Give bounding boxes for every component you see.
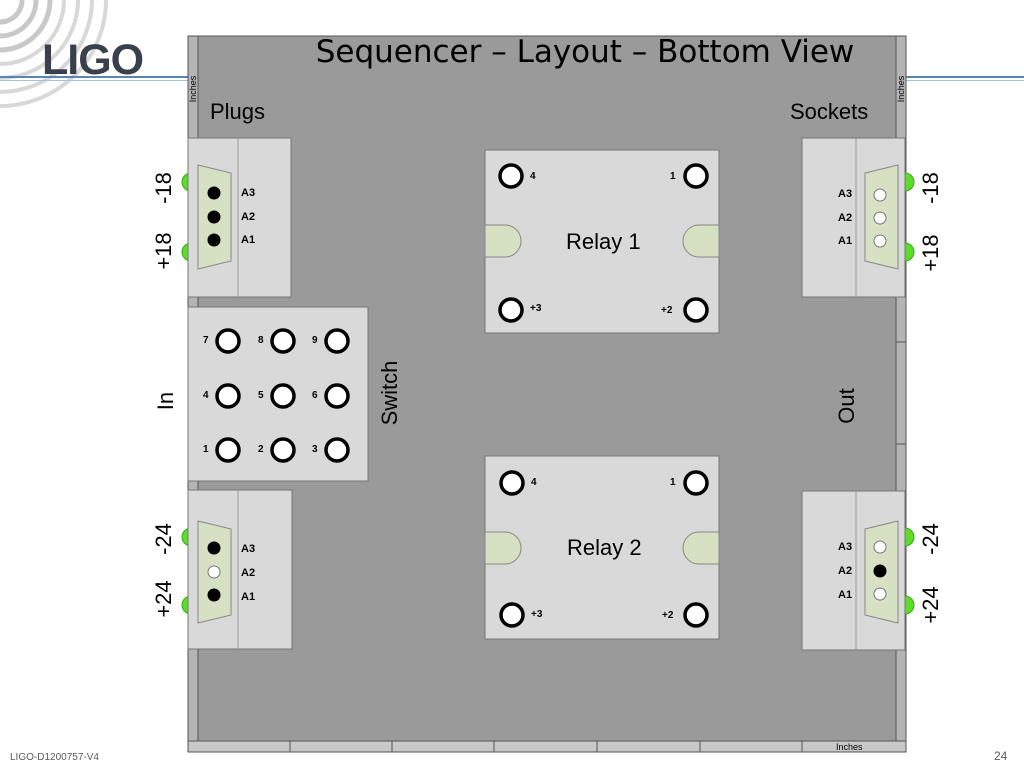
socket-top-box [801, 137, 906, 298]
socket-bottom-pin-label-a2: A2 [838, 565, 853, 577]
socket-bottom-pin-a2 [873, 564, 887, 578]
switch-label-2: 2 [258, 444, 264, 455]
socket-top-pin-a3 [873, 188, 887, 202]
switch-label-6: 6 [312, 390, 318, 401]
socket-bottom-pin-a3 [873, 540, 887, 554]
plug-top-pin-a1 [207, 233, 221, 247]
relay-1-left-tab [484, 224, 522, 258]
plug-top-pin-a3 [207, 186, 221, 200]
plug-top-pin-label-a2: A2 [241, 211, 256, 223]
plug-top-pin-label-a1: A1 [241, 234, 256, 246]
voltage-left-top-minus: -18 [151, 172, 176, 204]
socket-bottom-pin-label-a3: A3 [838, 541, 853, 553]
relay-2-label-plus2: +2 [662, 610, 674, 621]
relay-2-left-tab [484, 531, 522, 565]
voltage-right-bottom-plus: +24 [918, 586, 943, 624]
out-label: Out [834, 388, 859, 424]
relay-1-label: Relay 1 [566, 229, 641, 254]
relay-1-terminal-plus3 [498, 297, 524, 323]
inches-label-top-left: Inches [188, 75, 198, 103]
relay-2-label-1: 1 [670, 477, 676, 488]
relay-2-label: Relay 2 [567, 535, 642, 560]
in-label: In [153, 391, 178, 411]
page-title: Sequencer – Layout – Bottom View [315, 34, 855, 70]
switch-terminal-2 [270, 437, 296, 463]
socket-bottom-box [801, 490, 906, 651]
switch-terminal-9 [324, 328, 350, 354]
socket-top-pin-a2 [873, 211, 887, 225]
switch-label-7: 7 [203, 335, 209, 346]
relay-2-label-plus3: +3 [531, 609, 543, 620]
sockets-label: Sockets [790, 99, 869, 124]
relay-1-terminal-4 [498, 163, 524, 189]
voltage-right-bottom-minus: -24 [918, 523, 943, 555]
relay-2-terminal-4 [499, 470, 525, 496]
relay-1-label-plus3: +3 [530, 303, 542, 314]
page-number: 24 [994, 749, 1008, 763]
plug-bottom-pin-label-a3: A3 [241, 543, 256, 555]
header-rule-left [0, 76, 190, 78]
plug-bottom-pin-a1 [207, 588, 221, 602]
relay-1-label-4: 4 [530, 171, 536, 182]
inches-label-bottom: Inches [836, 742, 863, 752]
plug-bottom-box [187, 489, 293, 650]
header-rule-right-thin [906, 80, 1024, 81]
plug-top-pin-label-a3: A3 [241, 187, 256, 199]
socket-bottom-pin-a1 [873, 587, 887, 601]
switch-label: Switch [377, 360, 402, 426]
relay-1-terminal-1 [683, 163, 709, 189]
relay-2-label-4: 4 [531, 477, 537, 488]
switch-terminal-1 [215, 437, 241, 463]
relay-1-terminal-plus2 [683, 297, 709, 323]
voltage-left-bottom-minus: -24 [151, 523, 176, 555]
voltage-right-top-plus: +18 [918, 234, 943, 272]
switch-terminal-3 [324, 437, 350, 463]
socket-top-pin-a1 [873, 234, 887, 248]
voltage-left-top-plus: +18 [151, 232, 176, 270]
plug-bottom-pin-a2 [207, 565, 221, 579]
plug-bottom-pin-label-a1: A1 [241, 591, 256, 603]
plug-top-pin-a2 [207, 210, 221, 224]
relay-1-label-plus2: +2 [661, 305, 673, 316]
header-rule-right [906, 76, 1024, 78]
switch-terminal-8 [270, 328, 296, 354]
switch-label-9: 9 [312, 335, 318, 346]
switch-label-5: 5 [258, 390, 264, 401]
relay-2-right-tab [682, 531, 720, 565]
switch-label-4: 4 [203, 390, 209, 401]
relay-2-terminal-1 [683, 470, 709, 496]
switch-label-8: 8 [258, 335, 264, 346]
switch-terminal-4 [215, 383, 241, 409]
switch-terminal-7 [215, 328, 241, 354]
switch-terminal-5 [270, 383, 296, 409]
bottom-ruler [187, 740, 907, 753]
relay-1-label-1: 1 [670, 171, 676, 182]
plug-bottom-pin-label-a2: A2 [241, 567, 256, 579]
socket-top-pin-label-a2: A2 [838, 212, 853, 224]
plug-top-box [187, 137, 292, 298]
relay-1-right-tab [682, 224, 720, 258]
header-rule-left-thin [0, 80, 190, 81]
plug-bottom-pin-a3 [207, 541, 221, 555]
socket-top-pin-label-a1: A1 [838, 235, 853, 247]
inches-label-top-right: Inches [896, 75, 906, 103]
socket-bottom-pin-label-a1: A1 [838, 589, 853, 601]
switch-terminal-6 [324, 383, 350, 409]
footer-document-id: LIGO-D1200757-V4 [10, 752, 99, 763]
relay-2-terminal-plus2 [683, 602, 709, 628]
voltage-right-top-minus: -18 [918, 172, 943, 204]
voltage-left-bottom-plus: +24 [151, 580, 176, 618]
plugs-label: Plugs [210, 99, 266, 124]
switch-label-3: 3 [312, 444, 318, 455]
relay-2-terminal-plus3 [499, 602, 525, 628]
switch-label-1: 1 [203, 444, 209, 455]
socket-top-pin-label-a3: A3 [838, 188, 853, 200]
relay-1-box [484, 149, 720, 334]
